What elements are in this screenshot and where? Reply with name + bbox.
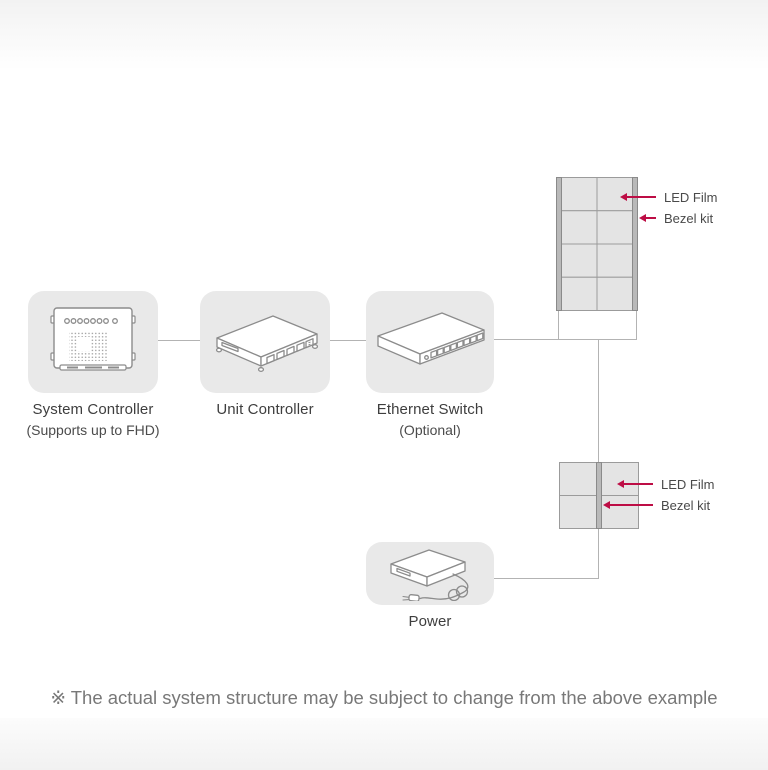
connector-panel-top-drop-right xyxy=(636,311,637,340)
unit-controller-label: Unit Controller xyxy=(216,401,314,418)
ethernet-switch-icon xyxy=(370,306,490,378)
led-film-label-top: LED Film xyxy=(664,189,718,205)
led-panel-top xyxy=(556,177,638,311)
power-tile xyxy=(366,542,494,605)
annotation-led-film-top: LED Film xyxy=(620,189,717,205)
connector-panel-bottom-to-power-h xyxy=(494,578,599,579)
unit-controller-icon xyxy=(205,306,325,378)
annotation-bezel-kit-top: Bezel kit xyxy=(639,210,713,226)
ethernet-switch-label: Ethernet Switch xyxy=(376,401,484,418)
led-film-label-bottom: LED Film xyxy=(661,476,715,492)
bottom-band xyxy=(0,718,768,770)
footnote: ※ The actual system structure may be sub… xyxy=(50,687,718,708)
ethernet-switch-tile xyxy=(366,291,494,393)
arrow-left-icon xyxy=(620,193,627,201)
annotation-led-film-bottom: LED Film xyxy=(617,476,714,492)
bezel-kit-label-bottom: Bezel kit xyxy=(661,497,711,513)
system-controller-tile xyxy=(28,291,158,393)
connector-bus-to-panel-bottom xyxy=(598,340,599,462)
connector-unit-to-ethernet xyxy=(330,340,366,341)
power-label: Power xyxy=(408,613,452,630)
unit-controller-tile xyxy=(200,291,330,393)
system-controller-label: System Controller xyxy=(32,401,154,418)
ethernet-switch-sublabel: (Optional) xyxy=(399,422,461,438)
arrow-left-icon xyxy=(639,214,646,222)
connector-panel-top-drop-left xyxy=(558,311,559,339)
connector-system-to-unit xyxy=(158,340,200,341)
arrow-left-icon xyxy=(617,480,624,488)
system-controller-icon xyxy=(47,305,139,379)
connector-ethernet-to-panels xyxy=(494,339,637,340)
power-adapter-icon xyxy=(375,547,485,601)
bezel-kit-label-top: Bezel kit xyxy=(664,210,714,226)
annotation-bezel-kit-bottom: Bezel kit xyxy=(603,497,710,513)
arrow-left-icon xyxy=(603,501,610,509)
led-panel-bottom xyxy=(559,462,639,529)
connector-panel-bottom-to-power-v xyxy=(598,529,599,578)
system-controller-sublabel: (Supports up to FHD) xyxy=(26,422,160,438)
top-gradient xyxy=(0,0,768,70)
